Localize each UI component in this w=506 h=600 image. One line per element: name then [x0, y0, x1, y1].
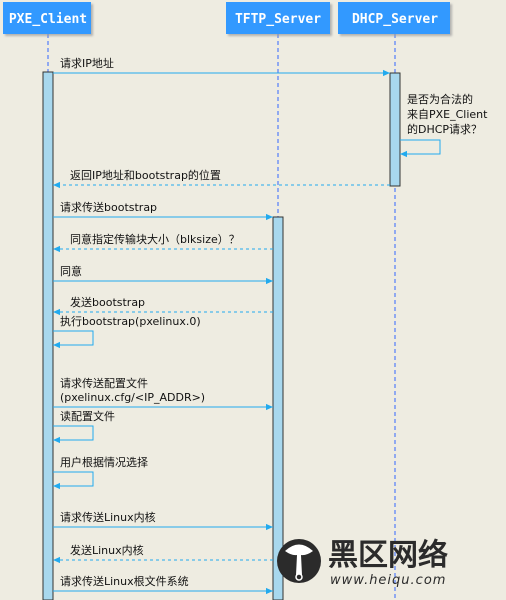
- message-label: 发送bootstrap: [70, 295, 145, 309]
- watermark-url: www.heiqu.com: [330, 573, 446, 588]
- participant-label-dhcp: DHCP_Server: [352, 12, 438, 27]
- message-arrow: [53, 425, 94, 444]
- activation-tftp: [272, 216, 284, 600]
- watermark-text: 黑区网络: [328, 538, 448, 573]
- message-label: 请求传送配置文件: [60, 376, 148, 390]
- message-1: 请求IP地址: [53, 56, 390, 77]
- message-7: 发送bootstrap: [53, 295, 273, 316]
- message-label: 执行bootstrap(pxelinux.0): [60, 314, 201, 328]
- participant-label-pxe: PXE_Client: [9, 12, 87, 27]
- message-12: 请求传送Linux内核: [53, 510, 273, 531]
- message-label: 请求传送Linux内核: [60, 510, 156, 524]
- activation-dhcp: [389, 72, 401, 187]
- message-10: 读配置文件: [53, 409, 115, 444]
- message-label: 同意指定传输块大小（blksize）？: [70, 232, 240, 246]
- message-14: 请求传送Linux根文件系统: [53, 574, 273, 595]
- message-label: 请求传送bootstrap: [60, 200, 157, 214]
- participant-pxe: [3, 2, 91, 34]
- participant-dhcp: [338, 2, 450, 34]
- message-9: 请求传送配置文件(pxelinux.cfg/<IP_ADDR>): [53, 376, 273, 411]
- message-11: 用户根据情况选择: [53, 455, 148, 490]
- message-label: 发送Linux内核: [70, 543, 144, 557]
- message-4: 请求传送bootstrap: [53, 200, 273, 221]
- message-arrow: [53, 330, 94, 349]
- message-8: 执行bootstrap(pxelinux.0): [53, 314, 201, 349]
- mushroom-icon: [285, 544, 313, 575]
- message-label: 的DHCP请求？: [407, 122, 482, 136]
- message-arrow: [400, 139, 441, 158]
- activation-pxe: [42, 71, 54, 600]
- participant-tftp: [226, 2, 330, 34]
- message-label: (pxelinux.cfg/<IP_ADDR>): [60, 391, 205, 404]
- message-label: 来自PXE_Client: [407, 108, 488, 121]
- message-label: 返回IP地址和bootstrap的位置: [70, 168, 221, 182]
- message-6: 同意: [53, 264, 273, 285]
- message-arrow: [53, 471, 94, 490]
- message-label: 同意: [60, 264, 82, 278]
- message-13: 发送Linux内核: [53, 543, 273, 564]
- message-label: 请求传送Linux根文件系统: [60, 574, 189, 588]
- message-label: 是否为合法的: [407, 92, 473, 106]
- message-5: 同意指定传输块大小（blksize）？: [53, 232, 273, 253]
- message-label: 用户根据情况选择: [60, 455, 148, 469]
- message-label: 请求IP地址: [60, 56, 114, 70]
- participant-label-tftp: TFTP_Server: [235, 12, 321, 27]
- message-label: 读配置文件: [60, 409, 115, 423]
- message-3: 返回IP地址和bootstrap的位置: [53, 168, 390, 189]
